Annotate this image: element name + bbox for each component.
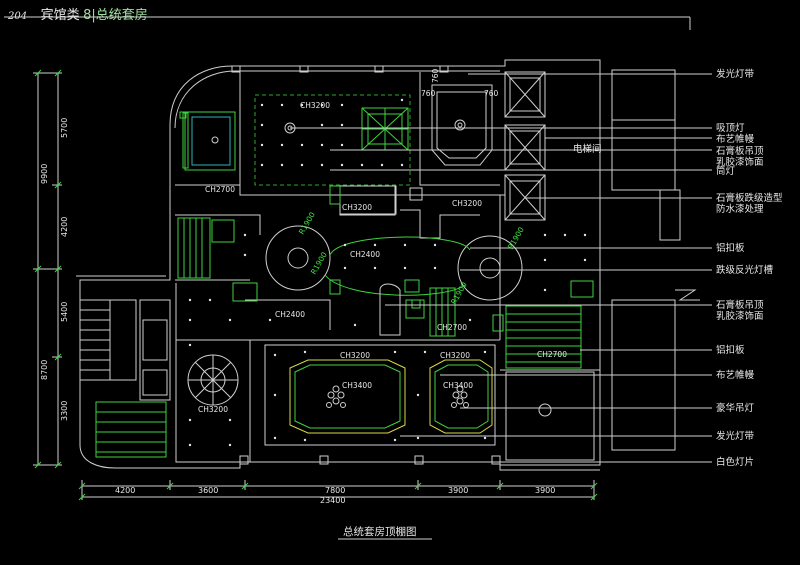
callout-light-strip-2: 发光灯带 (716, 430, 755, 442)
ceiling-features (95, 84, 595, 461)
callout-gypsum-ceiling-2: 石膏板吊顶 (716, 299, 764, 311)
dim-bottom-4: 3900 (448, 486, 468, 495)
ch-b4: CH3400 (443, 381, 473, 390)
elevator-shafts (504, 71, 546, 221)
callout-latex-paint-1: 乳胶漆饰面 (716, 156, 764, 168)
plan-caption: 总统套房顶棚图 (343, 525, 417, 538)
staircase (79, 299, 171, 401)
leader-lines (290, 73, 712, 463)
callout-drapery-1: 布艺帷幔 (716, 133, 755, 145)
ch-b1: CH3200 (340, 351, 370, 360)
callout-drapery-2: 布艺帷幔 (716, 369, 755, 381)
dim-left-4: 3300 (60, 401, 69, 421)
ch-small: CH2700 (437, 323, 467, 332)
radius-1: R1900 (297, 210, 317, 236)
downlights (188, 98, 587, 447)
dim-outer-1: 9900 (40, 164, 49, 184)
radius-4: R1900 (449, 280, 469, 306)
category-title: 宾馆类 (40, 8, 80, 23)
callout-ceiling-light: 吸顶灯 (716, 123, 745, 134)
ch-right: CH2700 (537, 350, 567, 359)
ch-bl: CH3200 (198, 405, 228, 414)
ch-lower: CH2400 (275, 310, 305, 319)
dim-left-1: 5700 (60, 118, 69, 138)
radius-2: R1900 (309, 250, 329, 276)
dim-760-c: 760 (484, 89, 499, 98)
dim-bottom-1: 4200 (115, 486, 135, 495)
callout-waterproof: 防水漆处理 (716, 203, 764, 215)
elevator-label: 电梯间 (573, 143, 602, 155)
ch-mid1: CH3200 (342, 203, 372, 212)
dim-bottom-2: 3600 (198, 486, 218, 495)
ch-circle: CH2400 (350, 250, 380, 259)
outer-walls (76, 59, 601, 471)
callout-labels: 发光灯带 吸顶灯 布艺帷幔 石膏板吊顶 乳胶漆饰面 筒灯 石膏板跌级造型 防水漆… (716, 68, 783, 468)
dim-760-b: 760 (421, 89, 436, 98)
dimension-values: 4200 3600 7800 3900 3900 23400 5700 4200… (40, 118, 555, 505)
drawing-subtitle: 8|总统套房 (83, 8, 148, 23)
callout-downlight: 筒灯 (716, 165, 736, 177)
ch-b3: CH3400 (342, 381, 372, 390)
east-rooms (611, 69, 700, 451)
callout-white-panel: 白色灯片 (716, 456, 754, 468)
callout-reflector-slot: 跌级反光灯槽 (716, 264, 774, 276)
callout-aluminum-2: 铝扣板 (716, 344, 745, 356)
callout-light-strip-1: 发光灯带 (716, 68, 755, 80)
dim-760-a: 760 (431, 68, 440, 83)
callout-aluminum-1: 铝扣板 (716, 242, 745, 254)
ch-main: CH3200 (300, 101, 330, 110)
ch-left: CH2700 (205, 185, 235, 194)
dim-bottom-3: 7800 (325, 486, 345, 495)
ch-b2: CH3200 (440, 351, 470, 360)
callout-gypsum-ceiling-1: 石膏板吊顶 (716, 145, 764, 157)
radius-3: R1900 (506, 225, 526, 251)
dimension-ticks (34, 69, 598, 501)
callout-latex-paint-2: 乳胶漆饰面 (716, 310, 764, 322)
dim-outer-2: 8700 (40, 360, 49, 380)
ch-mid2: CH3200 (452, 199, 482, 208)
dim-left-2: 4200 (60, 217, 69, 237)
dim-bottom-5: 3900 (535, 486, 555, 495)
callout-chandelier: 豪华吊灯 (716, 402, 755, 414)
dim-total: 23400 (320, 496, 345, 505)
dim-left-3: 5400 (60, 302, 69, 322)
callout-gypsum-step: 石膏板跌级造型 (716, 192, 783, 204)
